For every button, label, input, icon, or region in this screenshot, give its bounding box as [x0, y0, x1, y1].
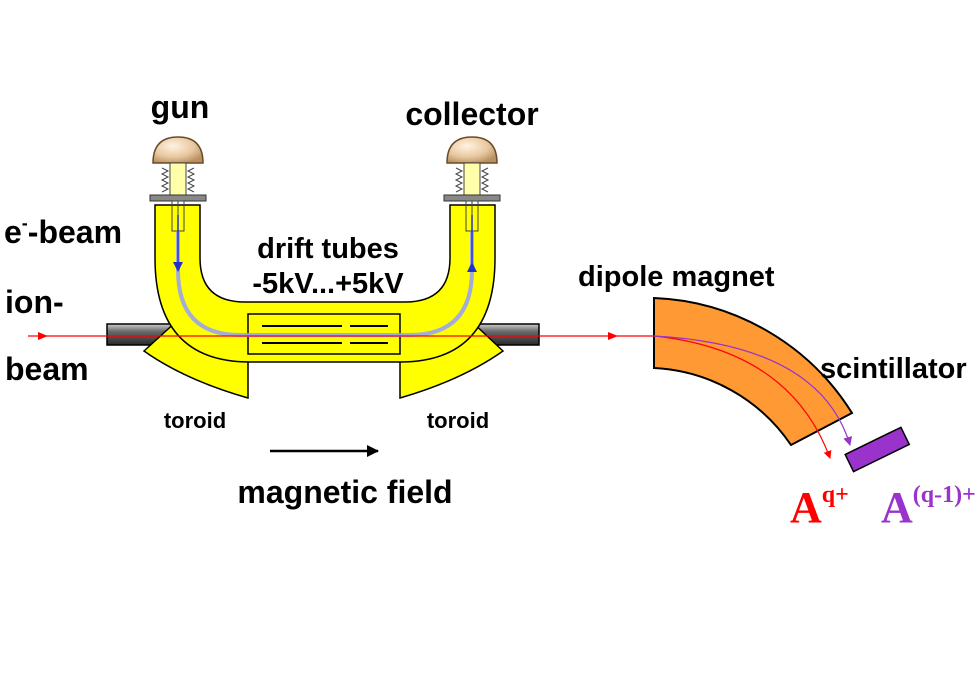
- electron-collector: [443, 136, 501, 232]
- drift-tubes-label: drift tubes: [257, 233, 399, 265]
- gun-label: gun: [151, 89, 210, 125]
- e-beam-superscript: -: [22, 213, 28, 233]
- electron-beam-path: [176, 232, 474, 337]
- u-shaped-vacuum-chamber: [154, 204, 496, 363]
- ion-aq-1-superscript: (q-1)+: [913, 482, 976, 508]
- scintillator-block: [844, 426, 911, 473]
- magnetic-field-label: magnetic field: [237, 474, 452, 510]
- ion-aq-superscript: q+: [822, 482, 849, 508]
- e-beam-suffix: -beam: [28, 214, 122, 250]
- ion-aq-base: A: [790, 483, 822, 532]
- gun-arrow-head-icon: [173, 262, 183, 272]
- collector-cap-icon: [446, 136, 498, 164]
- e-beam-prefix: e: [4, 214, 22, 250]
- scintillator-label: scintillator: [820, 353, 967, 385]
- ion-label: ion-: [5, 284, 64, 320]
- beam-label: beam: [5, 351, 89, 387]
- gun-cap-icon: [152, 136, 204, 164]
- ion-trajectory-aq-1: [653, 335, 853, 446]
- toroid-right-label: toroid: [427, 408, 489, 433]
- e-beam-label: e--beam: [4, 213, 122, 250]
- dipole-magnet-label: dipole magnet: [578, 261, 775, 293]
- ion-trajectory-aq: [625, 335, 832, 459]
- collector-label: collector: [405, 96, 538, 132]
- toroid-left-label: toroid: [164, 408, 226, 433]
- ion-beam-entry-arrow-icon: [38, 332, 48, 340]
- ion-aq-1-label: A(q-1)+: [881, 482, 976, 532]
- ion-aq-label: Aq+: [790, 482, 849, 532]
- collector-arrow-head-icon: [467, 262, 477, 272]
- drift-tubes-voltage-label: -5kV...+5kV: [252, 268, 404, 300]
- ion-aq-1-base: A: [881, 483, 913, 532]
- ion-beam-exit-arrow-icon: [608, 332, 618, 340]
